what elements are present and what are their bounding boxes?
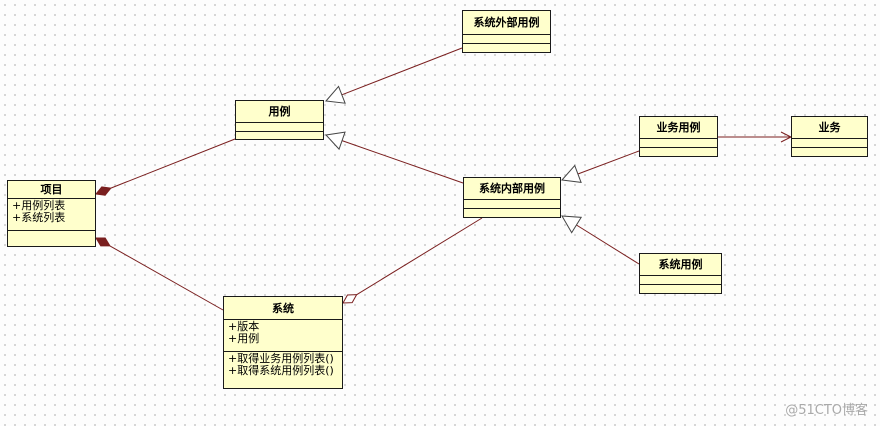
composition-diamond (95, 186, 112, 196)
class-name: 系统内部用例 (464, 178, 560, 200)
generalization-line (341, 140, 464, 184)
generalization-line (341, 47, 463, 96)
class-usecase[interactable]: 用例 (235, 100, 324, 140)
class-internal-usecase[interactable]: 系统内部用例 (463, 177, 561, 218)
operations-compartment (792, 148, 867, 158)
attributes-compartment: +版本+用例 (224, 320, 342, 352)
attribute-text: +用例列表 (12, 199, 66, 212)
operations-compartment (8, 231, 95, 246)
composition-line (110, 138, 236, 189)
class-name: 系统用例 (640, 254, 721, 276)
class-system[interactable]: 系统+版本+用例+取得业务用例列表()+取得系统用例列表() (223, 296, 343, 389)
operations-compartment (640, 148, 717, 158)
aggregation-line (356, 217, 483, 296)
composition-line (109, 245, 224, 311)
attributes-compartment (463, 35, 550, 44)
generalization-line (576, 224, 640, 265)
generalization-line (577, 150, 640, 175)
attributes-compartment: +用例列表+系统列表 (8, 199, 95, 231)
class-project[interactable]: 项目+用例列表+系统列表 (7, 180, 96, 247)
operations-compartment (640, 285, 721, 295)
operations-compartment (236, 132, 323, 141)
generalization-arrowhead (324, 131, 346, 151)
class-business-usecase[interactable]: 业务用例 (639, 116, 718, 157)
generalization-arrowhead (561, 215, 583, 234)
operation-text: +取得系统用例列表() (228, 364, 334, 377)
attributes-compartment (640, 139, 717, 148)
watermark: @51CTO博客 (785, 403, 868, 418)
class-external-usecase[interactable]: 系统外部用例 (462, 10, 551, 53)
generalization-arrowhead (560, 164, 582, 184)
operations-compartment: +取得业务用例列表()+取得系统用例列表() (224, 352, 342, 390)
class-name: 系统 (224, 297, 342, 320)
class-name: 用例 (236, 101, 323, 123)
class-system-usecase[interactable]: 系统用例 (639, 253, 722, 294)
operations-compartment (463, 44, 550, 54)
attributes-compartment (640, 276, 721, 285)
attributes-compartment (792, 139, 867, 148)
attribute-text: +用例 (228, 332, 260, 345)
class-name: 业务用例 (640, 117, 717, 139)
class-name: 项目 (8, 181, 95, 199)
attribute-text: +版本 (228, 320, 260, 333)
composition-diamond (95, 237, 111, 247)
attributes-compartment (236, 123, 323, 132)
class-business[interactable]: 业务 (791, 116, 868, 157)
attribute-text: +系统列表 (12, 211, 66, 224)
operation-text: +取得业务用例列表() (228, 352, 334, 365)
aggregation-diamond (342, 294, 358, 304)
class-name: 业务 (792, 117, 867, 139)
generalization-arrowhead (325, 85, 346, 104)
attributes-compartment (464, 200, 560, 209)
class-name: 系统外部用例 (463, 11, 550, 35)
operations-compartment (464, 209, 560, 219)
